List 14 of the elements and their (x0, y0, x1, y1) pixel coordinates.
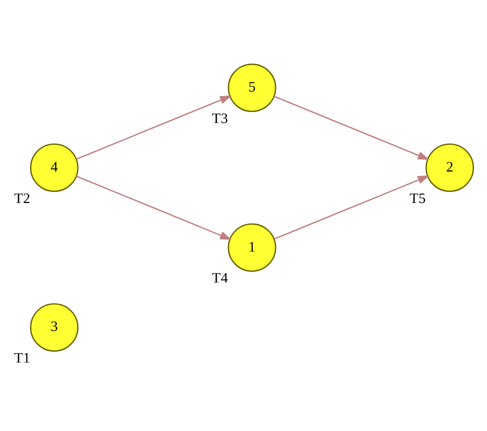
node-circle: 5 (228, 64, 276, 112)
node-label: T3 (212, 110, 228, 127)
arrow (274, 175, 430, 240)
node-label: T4 (212, 270, 228, 287)
node-label: T5 (410, 190, 426, 207)
arrow (76, 96, 232, 160)
node-label: T2 (14, 190, 30, 207)
node-circle: 2 (426, 143, 474, 192)
node-circle: 4 (30, 143, 78, 192)
node-circle: 1 (228, 223, 276, 272)
arrow (76, 176, 232, 240)
node-label: T1 (14, 350, 30, 367)
arrow (274, 96, 430, 160)
node-circle: 3 (30, 303, 78, 352)
